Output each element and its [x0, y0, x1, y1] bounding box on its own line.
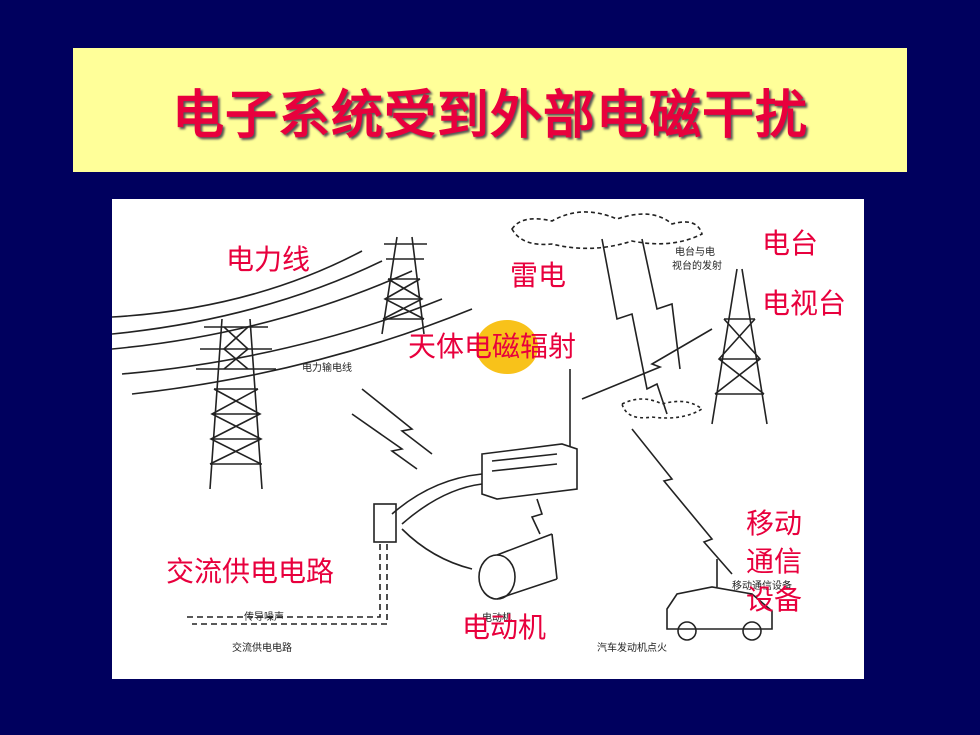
caption-mobile-device: 移动通信设备	[732, 581, 792, 592]
caption-ac-supply: 交流供电电路	[232, 643, 292, 654]
pylon-left-icon	[196, 318, 276, 490]
pylon-back-icon	[381, 236, 427, 335]
motor-icon	[478, 533, 558, 600]
label-ac-circuit: 交流供电电路	[166, 555, 335, 588]
label-thunder: 雷电	[510, 259, 567, 292]
title-banner: 电子系统受到外部电磁干扰	[73, 48, 907, 172]
label-motor: 电动机	[462, 611, 547, 644]
label-mobile-1: 移动	[746, 507, 803, 540]
highlight-circle	[476, 320, 538, 374]
label-radio: 电台	[762, 227, 819, 260]
slide-title: 电子系统受到外部电磁干扰	[171, 85, 808, 146]
caption-broadcast-1: 电台与电	[675, 247, 715, 258]
caption-car-ignition: 汽车发动机点火	[597, 643, 667, 654]
caption-transmission-line: 电力输电线	[302, 363, 352, 374]
diagram-panel: 电力输电线 电台与电 视台的发射 移动通信设备 传导噪声 交流供电电路 电动机 …	[112, 199, 864, 679]
label-mobile-2: 通信	[746, 545, 803, 578]
label-cosmic-radiation: 天体电磁辐射	[408, 330, 577, 363]
car-icon	[666, 559, 773, 641]
caption-motor: 电动机	[482, 613, 512, 624]
label-mobile-3: 设备	[746, 583, 803, 616]
interference-illustration	[112, 211, 773, 641]
label-power-line: 电力线	[226, 243, 311, 276]
caption-broadcast-2: 视台的发射	[672, 261, 722, 272]
label-tv: 电视台	[762, 287, 847, 320]
caption-conducted-noise: 传导噪声	[244, 612, 284, 623]
broadcast-tower-icon	[711, 268, 768, 425]
electronic-device-icon	[481, 369, 578, 500]
